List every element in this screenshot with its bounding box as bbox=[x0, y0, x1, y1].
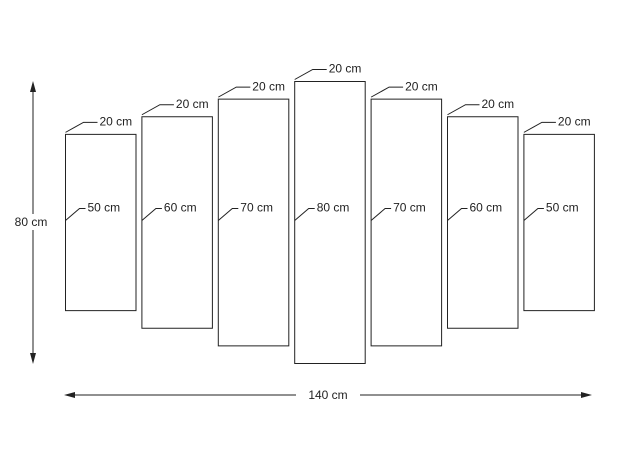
panel-height-label: 50 cm bbox=[88, 201, 121, 215]
panel-7: 20 cm 50 cm bbox=[523, 115, 595, 312]
panel-width-label: 20 cm bbox=[252, 79, 285, 93]
panel-height-label: 50 cm bbox=[546, 201, 579, 215]
panel-rect bbox=[370, 98, 443, 347]
panel-height-label: 70 cm bbox=[393, 201, 426, 215]
height-leader-line bbox=[370, 208, 392, 221]
panel-width-label: 20 cm bbox=[482, 97, 515, 111]
panel-rect bbox=[65, 133, 137, 312]
panel-3: 20 cm 70 cm bbox=[217, 79, 290, 347]
panels-group: 20 cm 50 cm 20 cm 60 cm 20 cm 70 cm 20 cm 80 cm… bbox=[65, 62, 595, 364]
overall-width-label: 140 cm bbox=[308, 388, 347, 402]
panel-6: 20 cm 60 cm bbox=[447, 97, 519, 329]
width-leader-line bbox=[370, 86, 404, 98]
height-leader-line bbox=[447, 208, 468, 221]
width-leader-line bbox=[294, 69, 327, 80]
overall-height-dimension: 80 cm bbox=[6, 81, 56, 364]
height-leader-line bbox=[65, 208, 86, 221]
width-leader-line bbox=[65, 121, 98, 133]
overall-height-label: 80 cm bbox=[15, 215, 48, 229]
width-leader-line bbox=[141, 104, 174, 116]
panel-width-label: 20 cm bbox=[329, 62, 362, 76]
overall-width-dimension: 140 cm bbox=[64, 388, 592, 402]
panel-rect bbox=[294, 81, 366, 364]
panel-rect bbox=[523, 133, 595, 312]
height-arrow-top-icon bbox=[30, 81, 36, 92]
height-leader-line bbox=[141, 208, 162, 221]
height-leader-line bbox=[294, 208, 315, 221]
panel-width-label: 20 cm bbox=[558, 115, 591, 129]
panel-height-label: 80 cm bbox=[317, 201, 350, 215]
width-leader-line bbox=[447, 104, 480, 116]
width-leader-line bbox=[523, 121, 556, 133]
panel-4: 20 cm 80 cm bbox=[294, 62, 366, 364]
panel-width-label: 20 cm bbox=[405, 79, 438, 93]
height-label-bg bbox=[6, 214, 56, 230]
width-arrow-right-icon bbox=[581, 392, 592, 398]
panel-rect bbox=[141, 116, 213, 329]
panel-1: 20 cm 50 cm bbox=[65, 115, 137, 312]
panel-2: 20 cm 60 cm bbox=[141, 97, 213, 329]
height-arrow-bottom-icon bbox=[30, 353, 36, 364]
panel-width-label: 20 cm bbox=[100, 115, 133, 129]
panel-width-label: 20 cm bbox=[176, 97, 209, 111]
panel-height-label: 70 cm bbox=[240, 201, 273, 215]
panel-height-label: 60 cm bbox=[470, 201, 503, 215]
panel-height-label: 60 cm bbox=[164, 201, 197, 215]
height-leader-line bbox=[523, 208, 544, 221]
panel-5: 20 cm 70 cm bbox=[370, 79, 443, 347]
width-arrow-left-icon bbox=[64, 392, 75, 398]
width-leader-line bbox=[218, 86, 251, 98]
height-leader-line bbox=[217, 208, 239, 221]
panel-rect bbox=[217, 98, 290, 347]
panel-rect bbox=[447, 116, 519, 329]
